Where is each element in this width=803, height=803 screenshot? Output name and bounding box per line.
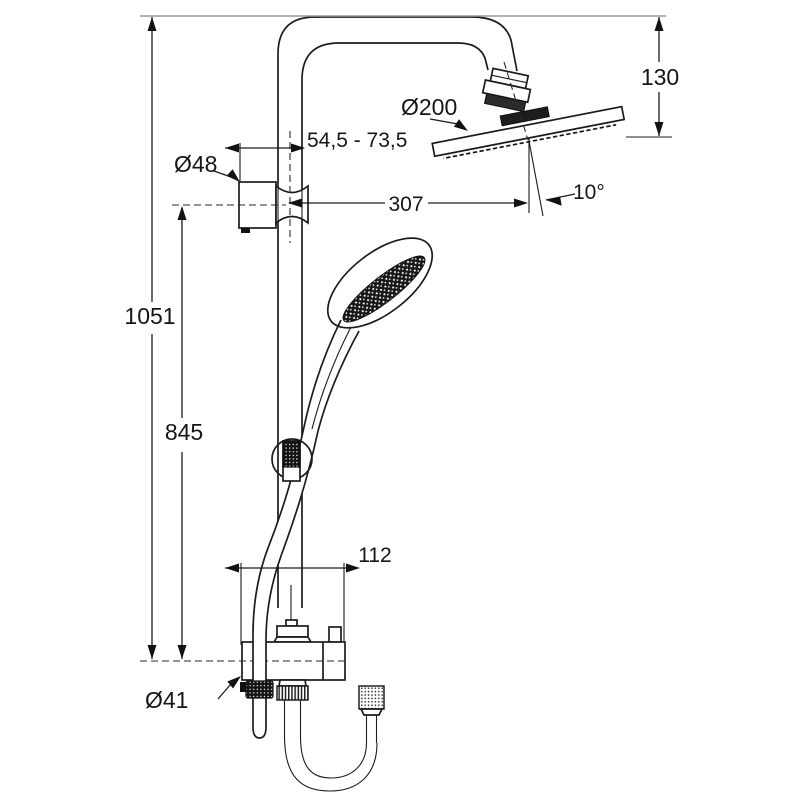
riser-pipe [277, 16, 518, 621]
head-diameter-label: Ø200 [401, 94, 457, 120]
valve-diameter-label: Ø41 [145, 687, 188, 713]
dimension-reach: 307 [288, 193, 528, 216]
hand-shower [303, 237, 434, 432]
slider-holder [271, 438, 313, 482]
reach-label: 307 [388, 193, 423, 216]
dimension-head-angle: 10° [545, 181, 605, 206]
valve-lower-fittings [240, 679, 309, 736]
wall-bracket [238, 181, 309, 233]
total-height-label: 1051 [124, 303, 175, 329]
wall-distance-label: 54,5 - 73,5 [307, 129, 407, 152]
valve-width-label: 112 [358, 544, 391, 567]
dimension-rail-height: 845 [165, 206, 203, 659]
head-angle-label: 10° [573, 181, 605, 204]
bracket-diameter-label: Ø48 [174, 151, 217, 177]
dimension-valve-diameter: Ø41 [145, 676, 241, 713]
dimension-head-diameter: Ø200 [401, 94, 468, 131]
extension-lines [140, 15, 672, 645]
rail-height-label: 845 [165, 419, 203, 445]
dimension-total-height: 1051 [124, 17, 176, 659]
centerlines [140, 61, 529, 662]
dimension-wall-distance: 54,5 - 73,5 [225, 129, 407, 153]
head-drop-label: 130 [641, 64, 679, 90]
dimension-head-drop: 130 [641, 17, 679, 136]
dimension-valve-width: 112 [225, 544, 392, 573]
ball-joint-connector [481, 67, 532, 113]
hose-outlet-fitting [283, 685, 385, 792]
dimension-bracket-diameter: Ø48 [174, 151, 240, 182]
